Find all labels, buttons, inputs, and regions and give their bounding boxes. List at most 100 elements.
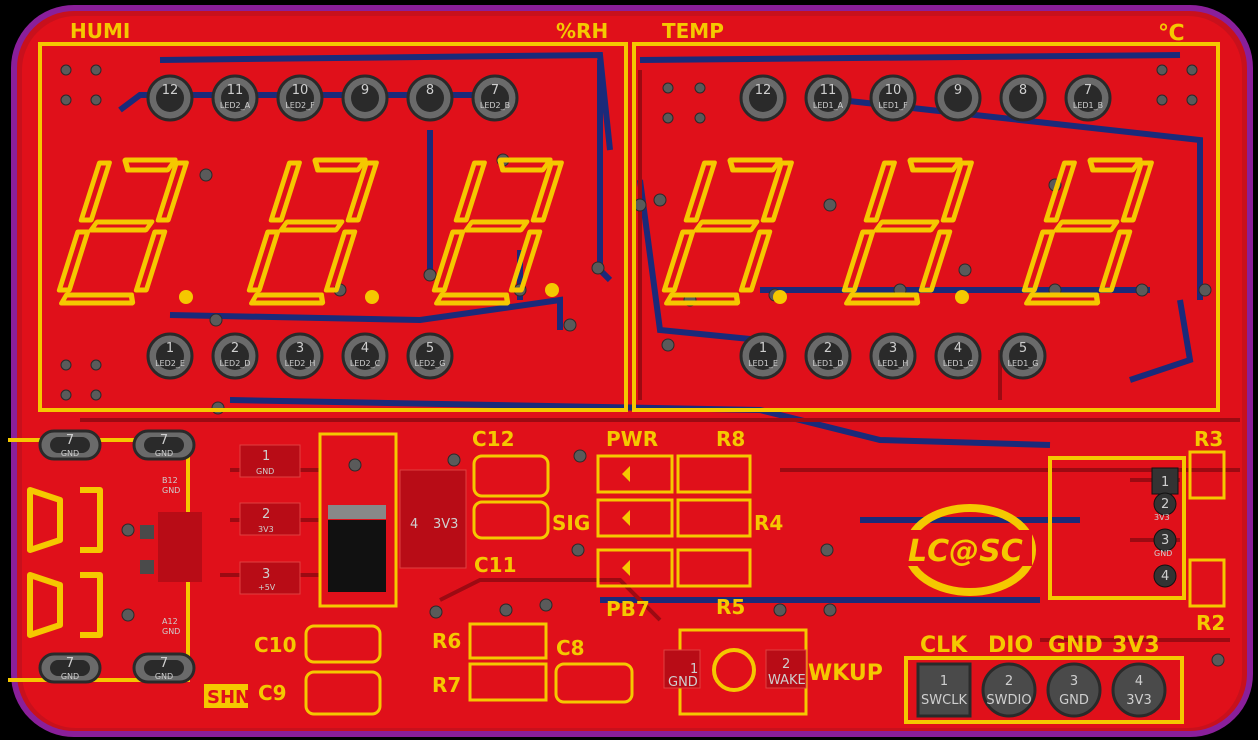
led1-top-pad: 12 (739, 74, 787, 122)
usb-mount-net: GND (61, 672, 79, 681)
led1-top-pad-hole (1009, 84, 1037, 112)
usb-pad-cluster (158, 512, 202, 582)
led2-top-pad-number: 9 (361, 83, 369, 98)
led1-top-pad: 9 (934, 74, 982, 122)
led2-bottom-pad-net: LED2_G (415, 359, 446, 368)
sig-label: SIG (552, 511, 590, 535)
r7-label: R7 (432, 673, 461, 697)
clk-label: CLK (920, 633, 968, 658)
led1-top-pad-net: LED1_A (813, 101, 844, 110)
led2-top-pad: 8 (406, 74, 454, 122)
sensor-pin3: 3 (1161, 533, 1169, 548)
led2-top-pad-number: 12 (162, 83, 179, 98)
led1-display-outline (632, 42, 1220, 412)
led1-top-pad-number: 8 (1019, 83, 1027, 98)
reg-pin3-num: 3 (262, 567, 270, 582)
led1-bottom-pad-number: 4 (954, 341, 962, 356)
sensor-pin1: 1 (1161, 475, 1169, 490)
usb-mount-net: GND (155, 672, 173, 681)
swd-pin-number: 1 (940, 674, 948, 689)
led1-bottom-pad-hole (879, 342, 907, 370)
usb-a12-text: A12 (162, 617, 178, 626)
pwr-label: PWR (606, 427, 658, 451)
led1-top-pad-net: LED1_F (878, 101, 908, 110)
usb-mount-net: GND (155, 449, 173, 458)
wake-button: 1 GND 2 WAKE (663, 628, 808, 716)
led1-top-pad-number: 10 (885, 83, 902, 98)
led2-top-pad-net: LED2_A (220, 101, 251, 110)
regulator: 1 GND 2 3V3 3 +5V 4 3V3 (239, 444, 467, 595)
led1-bottom-pad-hole (944, 342, 972, 370)
r6-label: R6 (432, 629, 461, 653)
led2-top-pad-hole (481, 84, 509, 112)
digit-6 (1021, 157, 1154, 306)
c11-label: C11 (474, 553, 517, 577)
digit-3 (431, 157, 564, 306)
lcsc-logo: LC@SC (904, 504, 1036, 596)
reg-pin3-net: +5V (258, 583, 276, 592)
usb-mount-net: GND (61, 449, 79, 458)
wkup-label: WKUP (808, 661, 883, 686)
usb-mount-pin: 7 (160, 656, 168, 671)
led1-bottom-pad-net: LED1_G (1008, 359, 1039, 368)
swd-pin-net: SWCLK (921, 693, 967, 708)
digit-2 (246, 157, 379, 306)
led1-bottom-pad-number: 5 (1019, 341, 1027, 356)
swd-pin-square-pad (916, 662, 972, 718)
reg-pin2-num: 2 (262, 507, 270, 522)
led2-bottom-pad-hole (416, 342, 444, 370)
led2-top-pad-number: 8 (426, 83, 434, 98)
led1-top-pad-hole (1074, 84, 1102, 112)
led2-top-pad-hole (416, 84, 444, 112)
c9-label: C9 (258, 681, 287, 705)
shn-label: SHN (207, 687, 250, 708)
led1-bottom-pad-net: LED1_D (813, 359, 844, 368)
led2-bottom-pad-hole (351, 342, 379, 370)
usb-mount-pad-hole (144, 437, 184, 453)
led2-top-pad-net: LED2_F (285, 101, 315, 110)
usb-b12-text-line2: GND (162, 486, 180, 495)
led1-bottom-pad-number: 3 (889, 341, 897, 356)
swd-pin-round-pad (1046, 662, 1102, 718)
led1-bottom-pad-net: LED1_H (878, 359, 909, 368)
usb-mount-pad-hole (50, 437, 90, 453)
c10-label: C10 (254, 633, 297, 657)
led2-top-pad-number: 7 (491, 83, 499, 98)
led1-top-pad-number: 11 (820, 83, 837, 98)
gnd-label: GND (1048, 633, 1103, 658)
sensor-pin2: 2 (1161, 497, 1169, 512)
led2-bottom-pad-number: 5 (426, 341, 434, 356)
shn-badge (204, 684, 248, 708)
r5-label: R5 (716, 595, 745, 619)
led1-top-pad-number: 7 (1084, 83, 1092, 98)
led-indicators (622, 466, 630, 576)
rh-label: %RH (556, 19, 608, 43)
c12-label: C12 (472, 427, 515, 451)
swd-header-outline (904, 656, 1184, 724)
swd-pin-round-pad (981, 662, 1037, 718)
led1-top-pad-number: 12 (755, 83, 772, 98)
led2-top-pad: 12 (146, 74, 194, 122)
swd-pin-number: 4 (1135, 674, 1143, 689)
button-pin1-net: GND (668, 675, 698, 690)
led1-top-pad-hole (814, 84, 842, 112)
led2-bottom-pad-number: 2 (231, 341, 239, 356)
led2-bottom-pad-number: 1 (166, 341, 174, 356)
button-pin1-num: 1 (690, 662, 698, 677)
sensor-module: 1 2 3 4 GND 3V3 (1048, 456, 1186, 600)
